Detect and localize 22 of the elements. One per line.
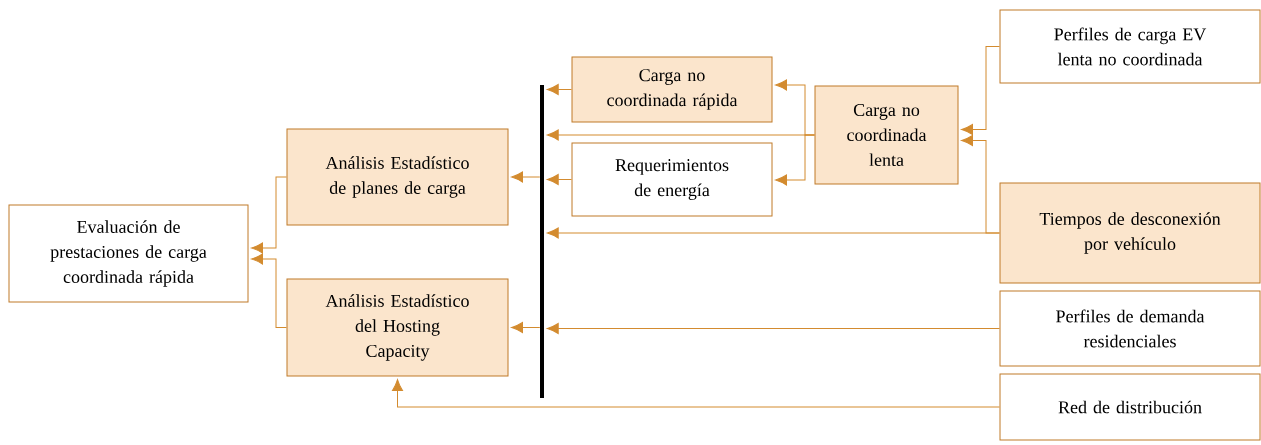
process-box: Requerimientos de energía <box>571 142 773 217</box>
process-box: Perfiles de carga EV lenta no coordinada <box>999 9 1261 84</box>
process-box: Evaluación de prestaciones de carga coordinada rápida <box>8 204 249 303</box>
arrow <box>775 134 815 186</box>
process-box: Carga no coordinada lenta <box>814 85 959 185</box>
process-box: Perfiles de demanda residenciales <box>999 290 1261 367</box>
process-box: Tiempos de desconexión por vehículo <box>999 182 1261 284</box>
arrow <box>961 135 1000 234</box>
arrow <box>511 322 541 334</box>
arrow <box>251 253 287 328</box>
arrow <box>251 176 287 254</box>
arrow <box>392 379 1000 408</box>
arrow <box>546 174 572 186</box>
arrow <box>546 84 572 96</box>
process-box: Análisis Estadístico de planes de carga <box>286 128 509 226</box>
process-box: Red de distribución <box>999 373 1261 441</box>
arrow <box>511 171 541 183</box>
process-box: Carga no coordinada rápida <box>571 56 773 123</box>
process-box: Análisis Estadístico del Hosting Capacity <box>286 278 509 377</box>
arrow <box>961 46 1000 136</box>
bus-bar <box>540 85 544 398</box>
arrow <box>546 323 1000 335</box>
